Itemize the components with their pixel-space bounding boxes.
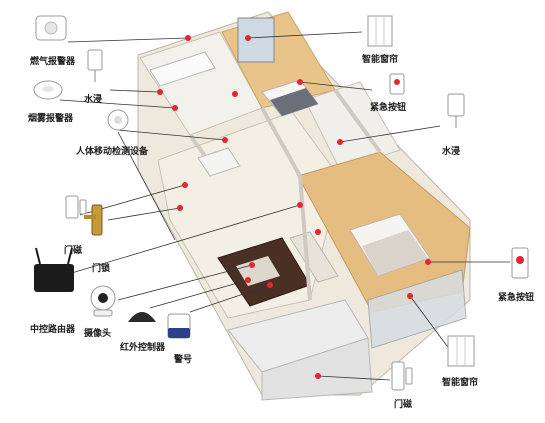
- curtain-icon: [367, 15, 393, 47]
- leader-lines: [59, 31, 510, 381]
- marker-siren: [267, 282, 273, 288]
- window-top: [237, 17, 275, 63]
- motion-sensor-icon: [107, 109, 129, 131]
- marker-kitchen: [232, 91, 238, 97]
- leader-ir: [149, 279, 249, 309]
- marker-curtain-bottom: [407, 293, 413, 299]
- leader-door-bottom: [317, 375, 391, 381]
- label-router: 中控路由器: [30, 325, 76, 335]
- leader-smoke: [59, 99, 176, 109]
- label-siren: 警号: [174, 355, 193, 365]
- leader-lock: [107, 207, 181, 221]
- smoke-alarm-icon: [33, 80, 63, 100]
- label-smart-curtain-top: 智能窗帘: [362, 55, 399, 65]
- master-bed-blanket: [362, 230, 428, 276]
- marker-water-left: [157, 89, 163, 95]
- label-water-leak-left: 水浸: [84, 95, 103, 105]
- kitchen-counter: [149, 51, 216, 87]
- label-motion-sensor: 人体移动检测设备: [76, 147, 149, 157]
- label-gas-alarm: 燃气报警器: [30, 57, 76, 67]
- leader-panic-top: [299, 81, 373, 91]
- leader-curtain-top: [247, 31, 363, 39]
- marker-panic-right: [425, 259, 431, 265]
- apartment-floorplan: [137, 11, 471, 401]
- siren-icon: [167, 313, 191, 339]
- wall-lines: [260, 107, 312, 301]
- door-sensor-icon: [65, 195, 87, 219]
- marker-door-left: [182, 182, 188, 188]
- leader-gas: [67, 37, 189, 43]
- door-lock-icon: [84, 204, 103, 236]
- label-water-leak-right: 水浸: [442, 147, 461, 157]
- label-panic-button-top: 紧急按钮: [370, 103, 407, 113]
- leader-router: [64, 204, 301, 276]
- marker-door-bottom: [315, 373, 321, 379]
- label-door-sensor-bottom: 门磁: [394, 400, 413, 410]
- marker-water-right: [337, 139, 343, 145]
- marker-ir: [245, 277, 251, 283]
- balcony-lower: [261, 337, 373, 401]
- marker-motion: [222, 137, 228, 143]
- glass-rail: [367, 269, 467, 349]
- label-smart-curtain-bottom: 智能窗帘: [442, 378, 479, 388]
- panic-button-icon: [389, 73, 405, 95]
- label-door-sensor-left: 门磁: [64, 246, 83, 256]
- marker-gas: [185, 35, 191, 41]
- dining-table: [197, 147, 241, 177]
- marker-camera: [249, 262, 255, 268]
- camera-icon: [90, 285, 116, 317]
- ir-controller-icon: [128, 312, 156, 322]
- device-markers: [157, 35, 431, 379]
- marker-smoke: [172, 105, 178, 111]
- curtain-icon-bottom: [447, 335, 475, 367]
- marker-panic-top: [297, 79, 303, 85]
- leader-siren: [189, 284, 271, 313]
- door-sensor-icon-bottom: [391, 361, 413, 391]
- marker-curtain-top: [245, 35, 251, 41]
- water-leak-sensor-icon: [87, 49, 103, 82]
- leader-motion-2: [117, 131, 176, 241]
- label-door-lock: 门锁: [92, 264, 111, 274]
- label-smoke-alarm: 烟雾报警器: [28, 114, 74, 124]
- leader-motion: [117, 129, 226, 141]
- gas-alarm-icon: [35, 15, 67, 41]
- leader-curtain-bottom: [409, 295, 451, 351]
- top-bed-blanket: [270, 88, 318, 116]
- leader-water-left: [109, 89, 161, 93]
- label-panic-button-right: 紧急按钮: [498, 293, 535, 303]
- panic-button-icon-right: [511, 247, 529, 279]
- marker-living: [315, 229, 321, 235]
- label-camera: 摄像头: [84, 329, 112, 339]
- leader-camera: [117, 264, 253, 301]
- label-ir-controller: 红外控制器: [120, 343, 166, 353]
- marker-router: [297, 202, 303, 208]
- router-icon: [34, 247, 74, 292]
- wall-lines-3: [333, 88, 382, 154]
- leader-water-right: [339, 125, 441, 143]
- water-leak-sensor-icon-right: [447, 93, 465, 128]
- marker-lock: [177, 205, 183, 211]
